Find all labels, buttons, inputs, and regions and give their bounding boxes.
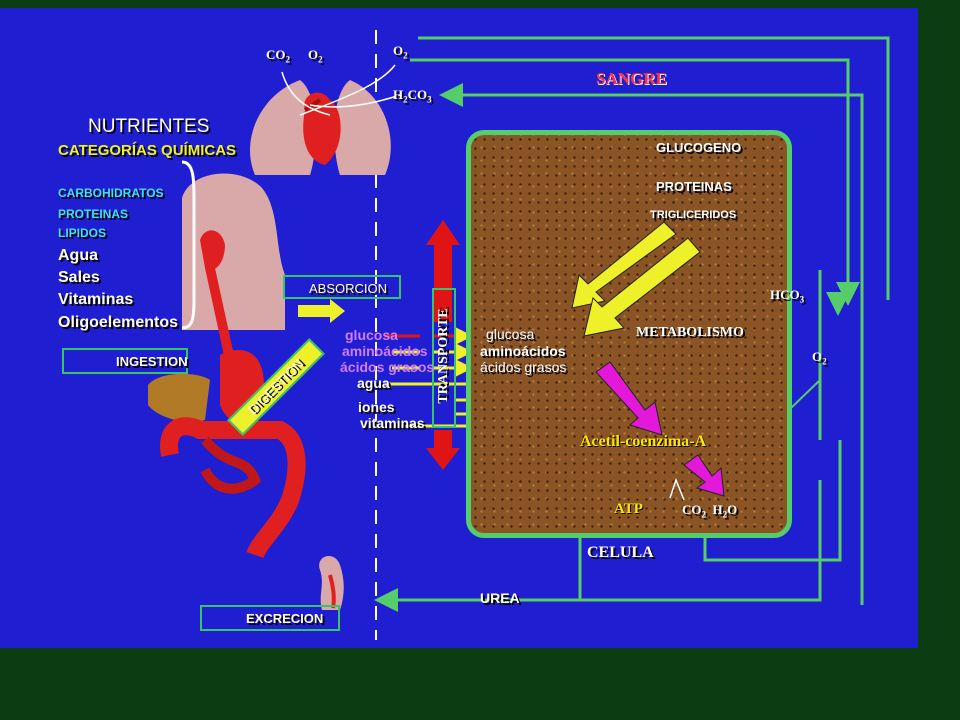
- hco3-label: HCO3: [770, 287, 805, 305]
- nutrients-brace: [181, 160, 196, 330]
- celula-label: CELULA: [587, 544, 654, 561]
- gas-exchange-arrows: [281, 64, 401, 116]
- glucogeno-label: GLUCOGENO: [656, 140, 742, 155]
- digestive-system-illustration: [148, 173, 306, 559]
- transport-double-arrow: [426, 220, 460, 470]
- transporte-label: TRANSPORTE: [436, 308, 451, 404]
- sales-label: Sales: [58, 269, 100, 286]
- acidos-grasos-left-label: ácidos grasos: [340, 359, 435, 375]
- sangre-label: SANGRE: [596, 69, 667, 88]
- metabolismo-label: METABOLISMO: [636, 325, 744, 340]
- agua-left-label: agua: [357, 375, 390, 391]
- proteinas-nutrient-label: PROTEINAS: [58, 207, 129, 221]
- o2-lungs-label: O2: [308, 47, 323, 65]
- ingestion-label: INGESTION: [116, 354, 188, 369]
- atp-label: ATP: [614, 501, 643, 517]
- synthesis-arrow: [571, 221, 677, 309]
- lipidos-label: LIPIDOS: [58, 226, 107, 240]
- urea-label: UREA: [480, 590, 520, 606]
- glucosa-right-label: glucosa: [486, 326, 535, 342]
- vitaminas-nutrient-label: Vitaminas: [58, 291, 134, 308]
- glucosa-left-label: glucosa: [345, 327, 398, 343]
- aminoacidos-right-label: aminoácidos: [480, 343, 566, 359]
- proteinas-cell-label: PROTEINAS: [656, 179, 732, 194]
- absorcion-arrow: [298, 299, 345, 323]
- trigliceridos-label: TRIGLICERIDOS: [650, 209, 737, 221]
- h2co3-label: H2CO3: [393, 87, 432, 105]
- absorcion-label: ABSORCION: [309, 281, 388, 296]
- breakdown-arrow: [583, 237, 701, 337]
- transporte-box: TRANSPORTE: [432, 288, 456, 428]
- co2-h2o-arrow: [683, 454, 725, 497]
- o2-mid-label: O2: [812, 349, 827, 367]
- categorias-subtitle: CATEGORÍAS QUÍMICAS: [58, 142, 237, 159]
- acetyl-arrow: [595, 361, 663, 436]
- oligoelementos-label: Oligoelementos: [58, 314, 179, 331]
- co2-lungs-label: CO2: [266, 47, 290, 65]
- vitaminas-left-label: vitaminas: [360, 415, 425, 431]
- excrecion-box: EXCRECION: [200, 605, 340, 631]
- o2-top-label: O2: [393, 43, 408, 61]
- excrecion-label: EXCRECION: [246, 611, 324, 626]
- nutrientes-title: NUTRIENTES: [88, 116, 210, 137]
- cell-body: [466, 130, 792, 538]
- agua-nutrient-label: Agua: [58, 247, 98, 264]
- aminoacidos-left-label: aminoácidos: [342, 343, 428, 359]
- acetil-coenzima-label: Acetil-coenzima-A: [580, 433, 707, 450]
- acidos-grasos-right-label: ácidos grasos: [480, 359, 567, 375]
- atp-squiggle: [669, 477, 685, 501]
- co2-h2o-cell-label: CO2 H2O: [682, 502, 738, 520]
- carbohidratos-label: CARBOHIDRATOS: [58, 186, 164, 200]
- absorcion-box: ABSORCION: [283, 275, 401, 299]
- ingestion-box: INGESTION: [62, 348, 188, 374]
- iones-label: iones: [358, 399, 395, 415]
